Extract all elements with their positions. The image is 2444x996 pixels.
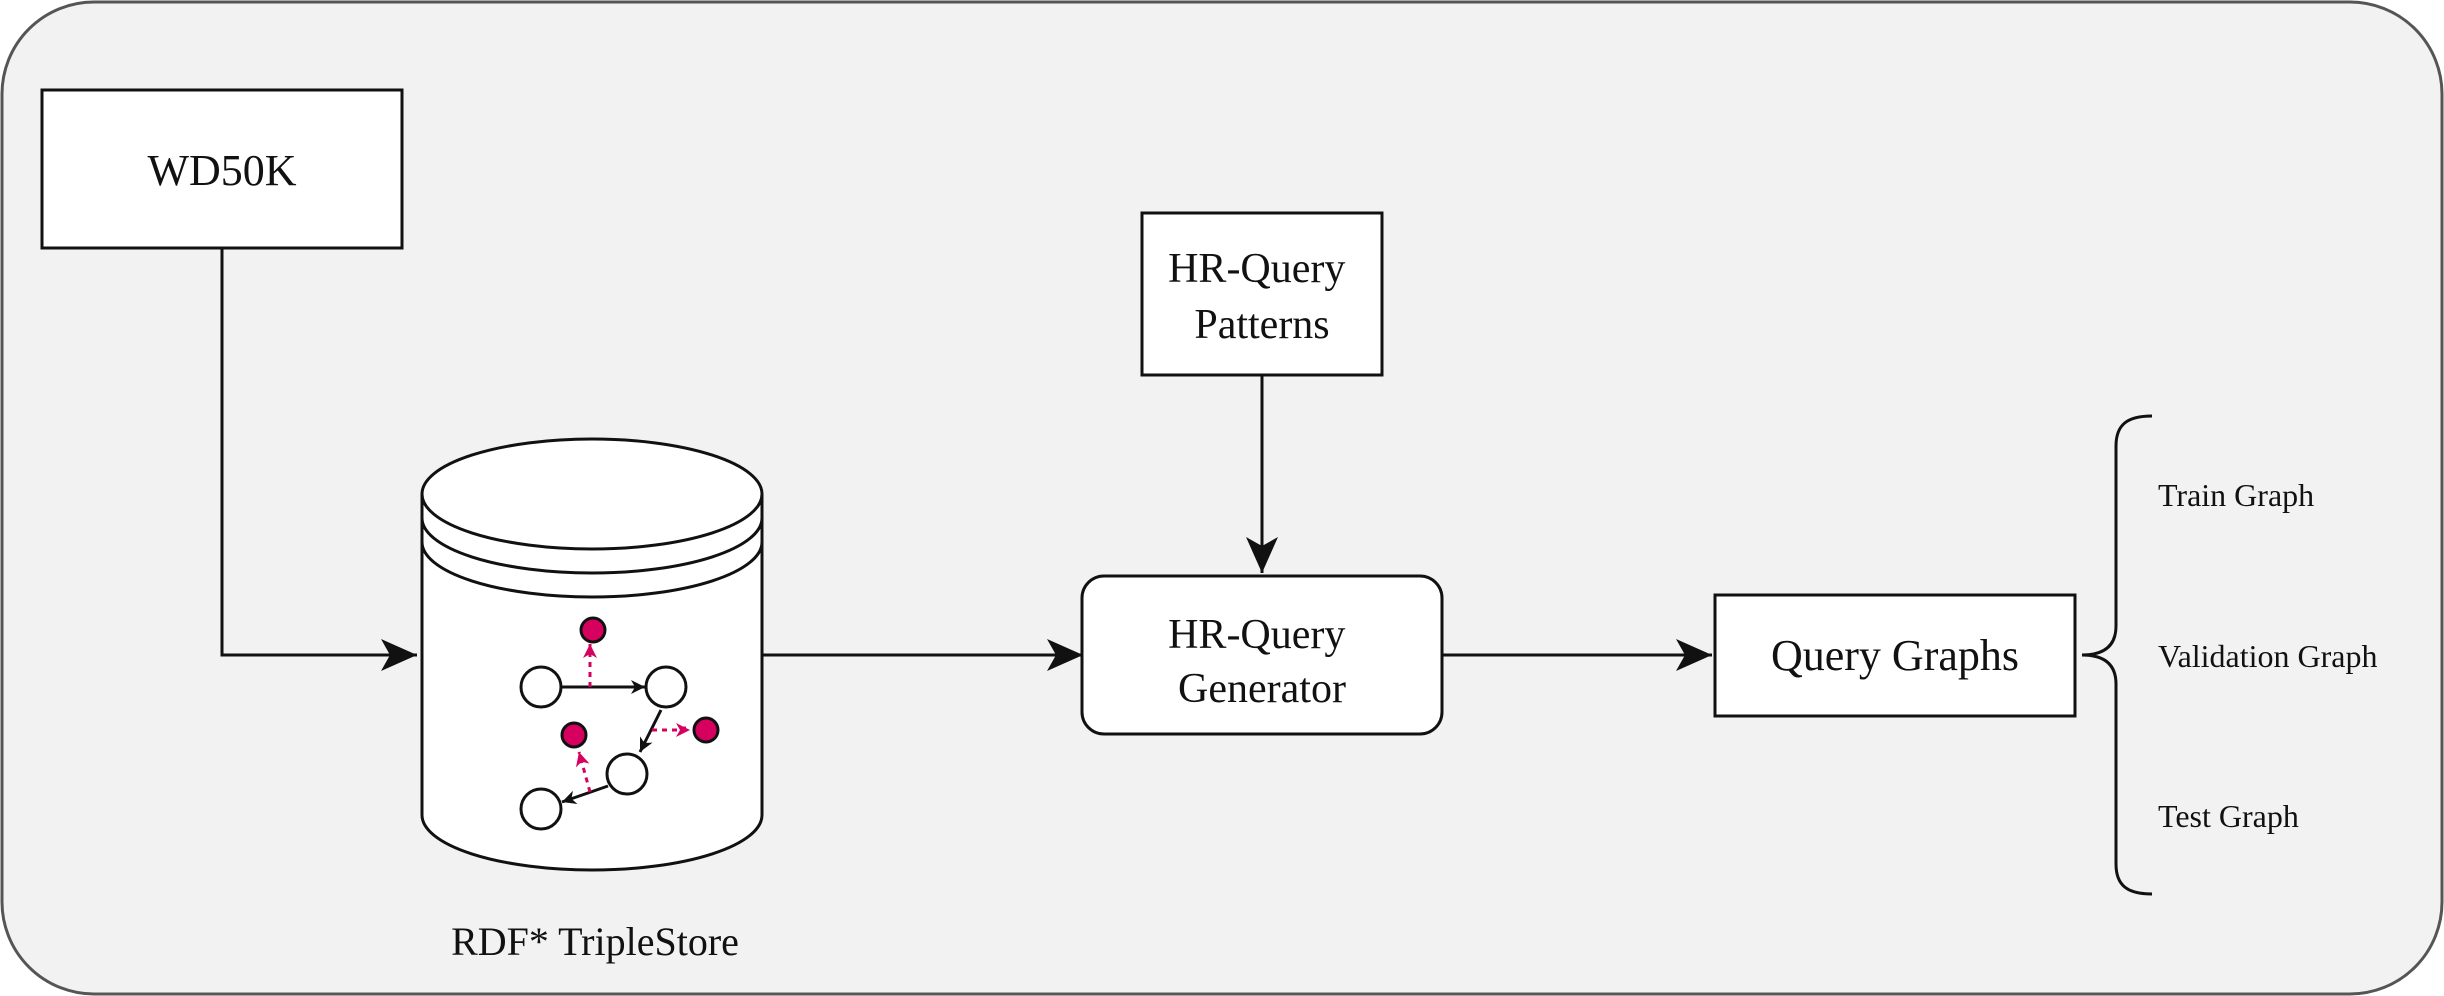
graph-entity-node	[644, 665, 688, 709]
cylinder-band-2	[420, 541, 764, 599]
patterns-node: HR-Query Patterns	[1140, 211, 1384, 377]
graph-entity-node	[605, 752, 649, 796]
triplestore-label: RDF* TripleStore	[451, 919, 739, 964]
graph-entity-node	[519, 665, 563, 709]
patterns-label-line-1: HR-Query	[1168, 246, 1345, 292]
split-label-validation: Validation Graph	[2158, 638, 2378, 674]
generator-label-line-2: Generator	[1178, 666, 1346, 712]
generator-label-line-1: HR-Query	[1168, 612, 1345, 658]
wd50k-node: WD50K	[40, 88, 404, 250]
wd50k-label: WD50K	[147, 146, 296, 195]
connector-wd50k-to-store	[220, 248, 417, 671]
patterns-label: HR-Query Patterns	[1168, 246, 1356, 348]
graph-entity-node	[519, 787, 563, 831]
cylinder-top	[420, 437, 764, 551]
qualifier-node	[560, 721, 588, 749]
generator-node: HR-Query Generator	[1080, 574, 1444, 736]
cylinder-band-1	[420, 517, 764, 575]
graph-edge	[638, 709, 663, 753]
generator-label: HR-Query Generator	[1168, 612, 1356, 712]
split-brace	[2081, 414, 2153, 896]
qualifier-node	[692, 716, 720, 744]
split-label-test: Test Graph	[2158, 798, 2299, 834]
query-graphs-label: Query Graphs	[1771, 631, 2019, 680]
query-graphs-node: Query Graphs	[1713, 593, 2077, 718]
qualifier-node	[579, 616, 607, 644]
graph-edge	[561, 784, 609, 805]
patterns-label-line-2: Patterns	[1194, 302, 1329, 348]
qualifier-edge	[575, 751, 592, 793]
triplestore-cylinder	[420, 437, 764, 872]
mini-graph	[519, 616, 720, 831]
split-label-train: Train Graph	[2158, 477, 2314, 513]
